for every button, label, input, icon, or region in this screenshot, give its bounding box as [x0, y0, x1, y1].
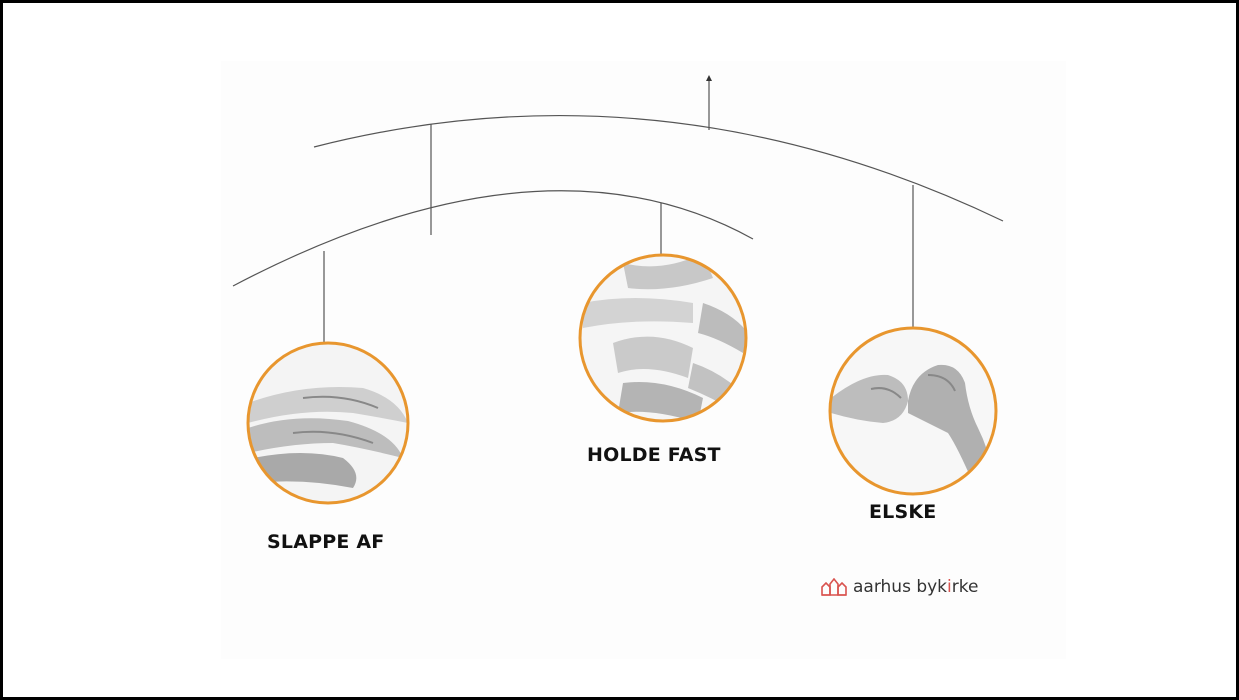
- label-slappe-af: SLAPPE AF: [267, 531, 384, 553]
- stacked-hands-icon: [248, 343, 408, 503]
- church-icon: [821, 578, 847, 596]
- aarhus-bykirke-logo: aarhus bykirke: [821, 577, 978, 597]
- mobile-diagram: [3, 3, 1236, 697]
- hanger-arrow-icon: [706, 75, 712, 81]
- heart-hands-icon: [830, 328, 996, 494]
- logo-text: aarhus bykirke: [853, 577, 978, 597]
- upper-arc: [314, 116, 1003, 221]
- label-elske: ELSKE: [869, 501, 936, 523]
- label-holde-fast: HOLDE FAST: [587, 444, 721, 466]
- many-hands-together-icon: [580, 253, 748, 423]
